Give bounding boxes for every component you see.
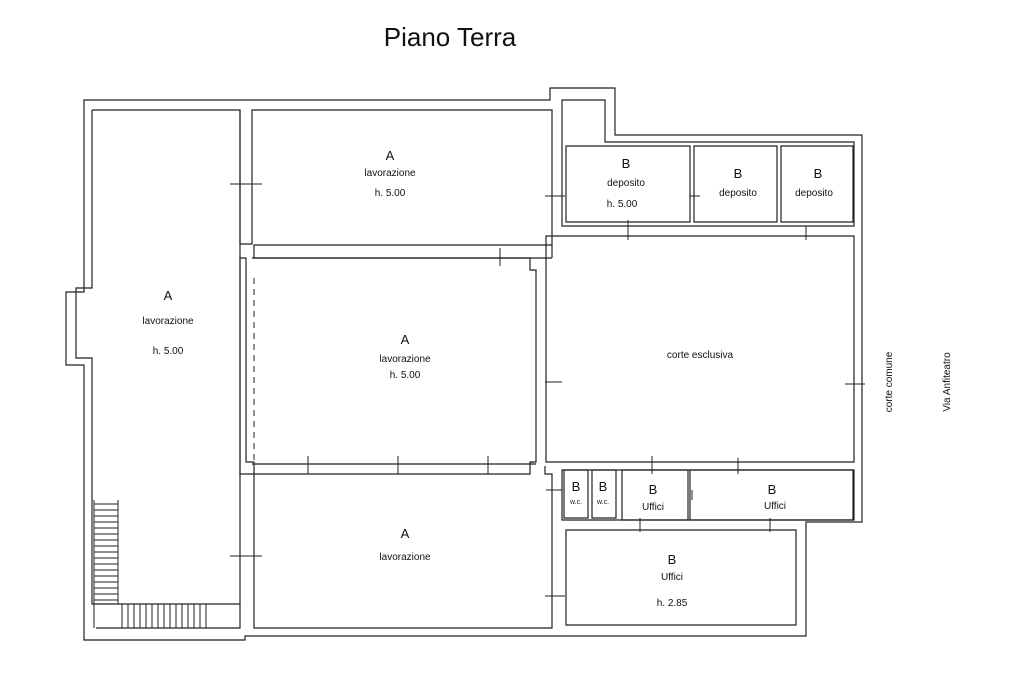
room-label: Uffici <box>764 501 786 512</box>
room-height: h. 5.00 <box>390 370 421 381</box>
room-label: deposito <box>607 178 645 189</box>
outer-walls <box>65 87 863 641</box>
room-label: Uffici <box>642 502 664 513</box>
via-label: Via Anfiteatro <box>942 352 953 412</box>
room-left-large: A lavorazione h. 5.00 <box>142 288 194 357</box>
room-label: lavorazione <box>379 354 431 365</box>
room-height: h. 5.00 <box>375 188 406 199</box>
door-ticks <box>230 176 865 597</box>
room-top-center: A lavorazione h. 5.00 <box>364 148 416 199</box>
staircase <box>93 500 210 629</box>
dashed-openings <box>245 278 255 460</box>
room-label: lavorazione <box>142 316 194 327</box>
room-letter: A <box>401 526 410 541</box>
room-wc-2: B w.c. <box>596 479 609 506</box>
small-rooms <box>563 469 854 521</box>
corte-comune-label: corte comune <box>884 351 895 412</box>
room-letter: B <box>572 479 581 494</box>
room-corte: corte esclusiva <box>667 350 734 361</box>
room-label: w.c. <box>596 499 609 506</box>
room-label: Uffici <box>661 572 683 583</box>
room-letter: A <box>164 288 173 303</box>
room-letter: B <box>649 482 658 497</box>
page-title: Piano Terra <box>383 22 517 52</box>
room-letter: A <box>386 148 395 163</box>
room-deposito-2: B deposito <box>719 166 757 199</box>
deposit-partitions <box>565 145 854 223</box>
room-label: deposito <box>719 188 757 199</box>
room-letter: A <box>401 332 410 347</box>
room-deposito-1: B deposito h. 5.00 <box>607 156 646 210</box>
room-uffici-bottom: B Uffici h. 2.85 <box>657 552 688 609</box>
room-bottom-center: A lavorazione <box>379 526 431 563</box>
room-letter: B <box>814 166 823 181</box>
room-height: h. 2.85 <box>657 598 688 609</box>
room-label: corte esclusiva <box>667 350 734 361</box>
room-label: lavorazione <box>364 168 416 179</box>
room-uffici-right: B Uffici <box>764 482 786 512</box>
room-letter: B <box>768 482 777 497</box>
room-letter: B <box>622 156 631 171</box>
room-deposito-3: B deposito <box>795 166 833 199</box>
room-height: h. 5.00 <box>153 346 184 357</box>
room-letter: B <box>668 552 677 567</box>
room-uffici-small: B Uffici <box>642 482 664 513</box>
room-label: lavorazione <box>379 552 431 563</box>
room-height: h. 5.00 <box>607 199 638 210</box>
room-letter: B <box>734 166 743 181</box>
room-wc-1: B w.c. <box>569 479 582 506</box>
room-label: deposito <box>795 188 833 199</box>
room-letter: B <box>599 479 608 494</box>
room-middle-center: A lavorazione h. 5.00 <box>379 332 431 381</box>
room-label: w.c. <box>569 499 582 506</box>
